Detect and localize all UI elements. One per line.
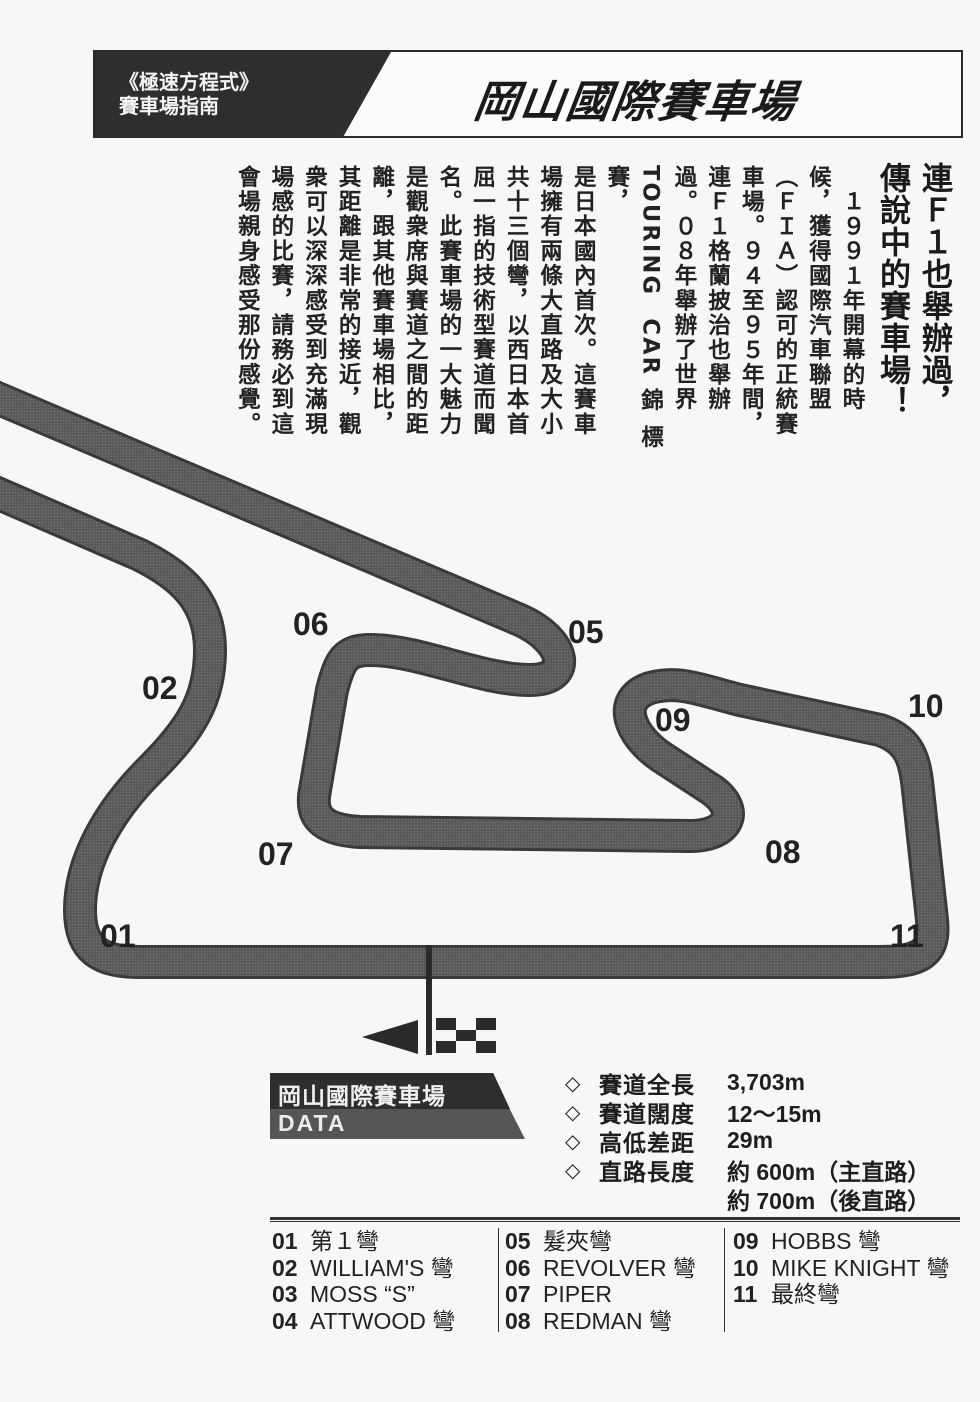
- stat-value: 約 700m（後直路）: [727, 1187, 931, 1214]
- corner-label-02: 02: [142, 670, 178, 706]
- body-column: 其距離是非常的接近，觀: [335, 165, 362, 437]
- body-column: 是日本國內首次。這賽車: [570, 165, 597, 437]
- stat-label: 賽道闊度: [599, 1101, 695, 1128]
- article-body: １９９１年開幕的時 候，獲得國際汽車聯盟 （ＦＩＡ）認可的正統賽 車場。９４至９…: [230, 165, 868, 450]
- diamond-icon: ◇: [565, 1157, 581, 1182]
- diamond-icon: ◇: [565, 1128, 581, 1153]
- diamond-icon: ◇: [565, 1099, 581, 1124]
- stat-value: 約 600m（主直路）: [727, 1158, 931, 1185]
- body-column: 候，獲得國際汽車聯盟: [805, 165, 832, 412]
- corner-label-09: 09: [655, 702, 691, 738]
- series-title-line1: 《極速方程式》: [119, 70, 259, 94]
- circuit-stats: ◇ 賽道全長 3,703m ◇ 賽道闊度 12～15m ◇ 高低差距 29m ◇…: [565, 1068, 931, 1214]
- stat-row: ◇ 賽道闊度 12～15m: [565, 1097, 930, 1128]
- divider: [270, 1221, 960, 1222]
- body-column: TOURING CAR錦標賽，: [603, 165, 664, 450]
- body-column: 屈一指的技術型賽道而聞: [469, 165, 496, 437]
- corner-label-11: 11: [890, 918, 924, 954]
- corner-label-08: 08: [765, 834, 801, 870]
- stat-row: ◇ 直路長度 約 600m（主直路）: [565, 1155, 931, 1186]
- start-finish-line: [426, 945, 432, 1055]
- stat-row: ◇ 賽道全長 3,703m: [565, 1068, 930, 1099]
- series-title-line2: 賽車場指南: [119, 94, 219, 118]
- stat-value: 3,703m: [727, 1069, 806, 1095]
- body-column: 會場親身感受那份感覺。: [234, 165, 261, 437]
- checkered-flag-icon: [436, 1018, 496, 1053]
- stat-label: 高低差距: [599, 1130, 695, 1157]
- corner-label-10: 10: [908, 688, 944, 724]
- stat-label: 直路長度: [599, 1159, 695, 1186]
- corner-label-01: 01: [100, 918, 136, 954]
- data-badge-name: 岡山國際賽車場: [278, 1084, 446, 1110]
- body-column: １９９１年開幕的時: [839, 165, 865, 412]
- stat-label: 賽道全長: [599, 1072, 695, 1099]
- stat-value: 12～15m: [727, 1100, 822, 1127]
- data-badge-label: DATA: [278, 1110, 347, 1136]
- body-column: 是觀衆席與賽道之間的距: [402, 165, 429, 437]
- corner-label-07: 07: [258, 836, 294, 872]
- corner-label-05: 05: [568, 614, 604, 650]
- stat-row: 約 700m（後直路）: [565, 1184, 931, 1214]
- data-badge: 岡山國際賽車場 DATA: [270, 1073, 525, 1141]
- body-column: 名。此賽車場的一大魅力: [435, 165, 462, 437]
- corner-label-06: 06: [293, 606, 329, 642]
- body-column: 場擁有兩條大直路及大小: [536, 165, 563, 437]
- body-column: （ＦＩＡ）認可的正統賽: [771, 165, 798, 437]
- header-dark-panel: [95, 52, 391, 136]
- body-column: 共十三個彎，以西日本首: [503, 165, 530, 437]
- body-column: 連Ｆ１格蘭披治也舉辦: [704, 165, 731, 412]
- divider: [270, 1217, 960, 1220]
- body-column: 離，跟其他賽車場相比，: [368, 165, 395, 437]
- body-column: 車場。９４至９５年間，: [738, 165, 765, 437]
- diamond-icon: ◇: [565, 1070, 581, 1095]
- header-banner: 《極速方程式》 賽車場指南 岡山國際賽車場: [93, 50, 963, 138]
- series-title: 《極速方程式》 賽車場指南: [119, 70, 259, 118]
- body-column: 場感的比賽，請務必到這: [267, 165, 294, 437]
- stat-value: 29m: [727, 1127, 774, 1153]
- stat-row: ◇ 高低差距 29m: [565, 1126, 930, 1157]
- track-outline: [0, 380, 950, 979]
- arrow-left-icon: [362, 1020, 418, 1054]
- headline: 連Ｆ１也舉辦過，傳說中的賽車場！: [874, 162, 952, 418]
- body-column: 過。０８年舉辦了世界: [671, 165, 698, 412]
- body-column: 衆可以深深感受到充滿現: [301, 165, 328, 437]
